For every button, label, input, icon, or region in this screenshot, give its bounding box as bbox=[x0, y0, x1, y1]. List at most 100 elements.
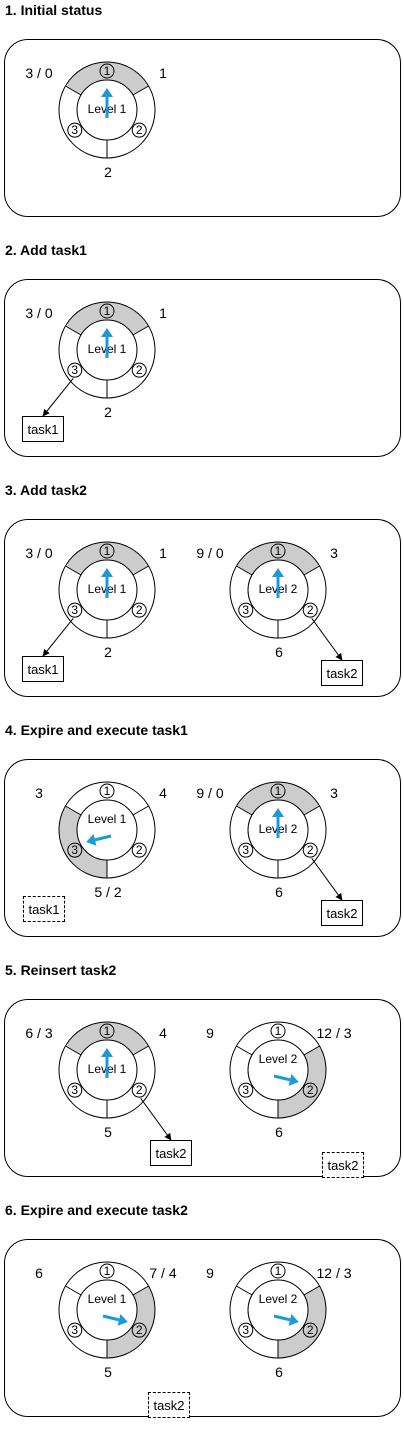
slot-number-2: 2 bbox=[302, 1322, 318, 1338]
slot-number-3: 3 bbox=[67, 602, 83, 618]
section-panel bbox=[4, 1239, 401, 1417]
section-title: 6. Expire and execute task2 bbox=[5, 1202, 188, 1218]
wheel-left-label: 9 / 0 bbox=[196, 785, 224, 801]
slot-divider bbox=[65, 1285, 82, 1296]
slot-number-1: 1 bbox=[270, 783, 286, 799]
wheel-bottom-label: 6 bbox=[275, 1364, 283, 1380]
wheel-left-label: 6 / 3 bbox=[25, 1025, 53, 1041]
slot-divider bbox=[303, 565, 320, 576]
wheel-right-label: 3 bbox=[330, 545, 338, 561]
svg-text:3: 3 bbox=[242, 843, 249, 857]
slot-number-3: 3 bbox=[67, 362, 83, 378]
task-label: task1 bbox=[28, 901, 60, 917]
slot-number-2: 2 bbox=[131, 1082, 147, 1098]
slot-number-1: 1 bbox=[99, 303, 115, 319]
wheel-bottom-label: 5 bbox=[104, 1364, 112, 1380]
svg-text:2: 2 bbox=[136, 1083, 143, 1097]
slot-divider bbox=[303, 1045, 320, 1056]
wheel-right-label: 12 / 3 bbox=[316, 1025, 352, 1041]
svg-text:3: 3 bbox=[242, 1083, 249, 1097]
section-title: 4. Expire and execute task1 bbox=[5, 722, 188, 738]
slot-number-3: 3 bbox=[67, 122, 83, 138]
slot-number-1: 1 bbox=[99, 783, 115, 799]
slot-number-1: 1 bbox=[270, 1023, 286, 1039]
task-label: task1 bbox=[27, 421, 59, 437]
slot-number-2: 2 bbox=[131, 122, 147, 138]
task-box: task1 bbox=[22, 656, 64, 682]
slot-divider bbox=[236, 1285, 253, 1296]
slot-divider bbox=[65, 565, 82, 576]
wheel-right-label: 7 / 4 bbox=[149, 1265, 177, 1281]
svg-text:2: 2 bbox=[136, 843, 143, 857]
slot-number-3: 3 bbox=[238, 1322, 254, 1338]
wheel-level-label: Level 1 bbox=[88, 812, 127, 826]
slot-number-3: 3 bbox=[67, 1082, 83, 1098]
wheel-inner-ring bbox=[76, 1279, 138, 1341]
section-title: 1. Initial status bbox=[5, 2, 103, 18]
svg-text:2: 2 bbox=[136, 363, 143, 377]
slot-divider bbox=[65, 85, 82, 96]
slot-number-2: 2 bbox=[302, 602, 318, 618]
slot-divider bbox=[132, 1285, 149, 1296]
task-box: task2 bbox=[321, 900, 363, 926]
task-label: task2 bbox=[326, 905, 358, 921]
task-box: task2 bbox=[321, 660, 363, 686]
svg-text:3: 3 bbox=[242, 1323, 249, 1337]
wheel-bottom-label: 6 bbox=[275, 1124, 283, 1140]
slot-divider bbox=[65, 805, 82, 816]
section-panel bbox=[4, 39, 401, 217]
task-box: task2 bbox=[322, 1152, 364, 1178]
svg-text:2: 2 bbox=[307, 843, 314, 857]
pointer-arrow-icon bbox=[101, 1048, 113, 1078]
svg-text:3: 3 bbox=[71, 1323, 78, 1337]
wheel-level-label: Level 2 bbox=[259, 1052, 298, 1066]
pointer-arrow-icon bbox=[272, 568, 284, 598]
wheel-right-label: 1 bbox=[159, 545, 167, 561]
slot-divider bbox=[303, 805, 320, 816]
slot-divider bbox=[65, 1045, 82, 1056]
svg-text:1: 1 bbox=[104, 544, 111, 558]
pointer-arrow-icon bbox=[273, 1074, 299, 1086]
section-title: 5. Reinsert task2 bbox=[5, 962, 117, 978]
wheel-left-label: 3 / 0 bbox=[25, 305, 53, 321]
section-panel bbox=[4, 999, 401, 1177]
slot-number-3: 3 bbox=[238, 602, 254, 618]
slot-number-3: 3 bbox=[238, 1082, 254, 1098]
task-connector-arrow bbox=[42, 377, 74, 417]
wheel-left-label: 3 / 0 bbox=[25, 65, 53, 81]
wheel-inner-ring bbox=[76, 799, 138, 861]
slot-number-2: 2 bbox=[302, 842, 318, 858]
svg-text:1: 1 bbox=[104, 304, 111, 318]
wheel-right-label: 1 bbox=[159, 65, 167, 81]
svg-text:2: 2 bbox=[307, 603, 314, 617]
wheel-bottom-label: 2 bbox=[104, 404, 112, 420]
svg-text:1: 1 bbox=[104, 784, 111, 798]
wheel-left-label: 9 bbox=[206, 1265, 214, 1281]
pointer-arrow-icon bbox=[273, 1314, 299, 1326]
pointer-arrow-icon bbox=[101, 328, 113, 358]
svg-text:1: 1 bbox=[275, 784, 282, 798]
svg-text:3: 3 bbox=[71, 843, 78, 857]
slot-divider bbox=[236, 565, 253, 576]
wheel-bottom-label: 5 / 2 bbox=[94, 884, 122, 900]
svg-text:3: 3 bbox=[71, 363, 78, 377]
pointer-arrow-icon bbox=[101, 88, 113, 118]
svg-text:1: 1 bbox=[104, 64, 111, 78]
task-label: task2 bbox=[155, 1145, 187, 1161]
wheel-inner-ring bbox=[247, 1279, 309, 1341]
section-panel bbox=[4, 279, 401, 457]
task-connector-arrow bbox=[140, 1097, 172, 1141]
section-4: 4. Expire and execute task1 1 2 3 Level 1 1 2 3… bbox=[0, 720, 404, 960]
